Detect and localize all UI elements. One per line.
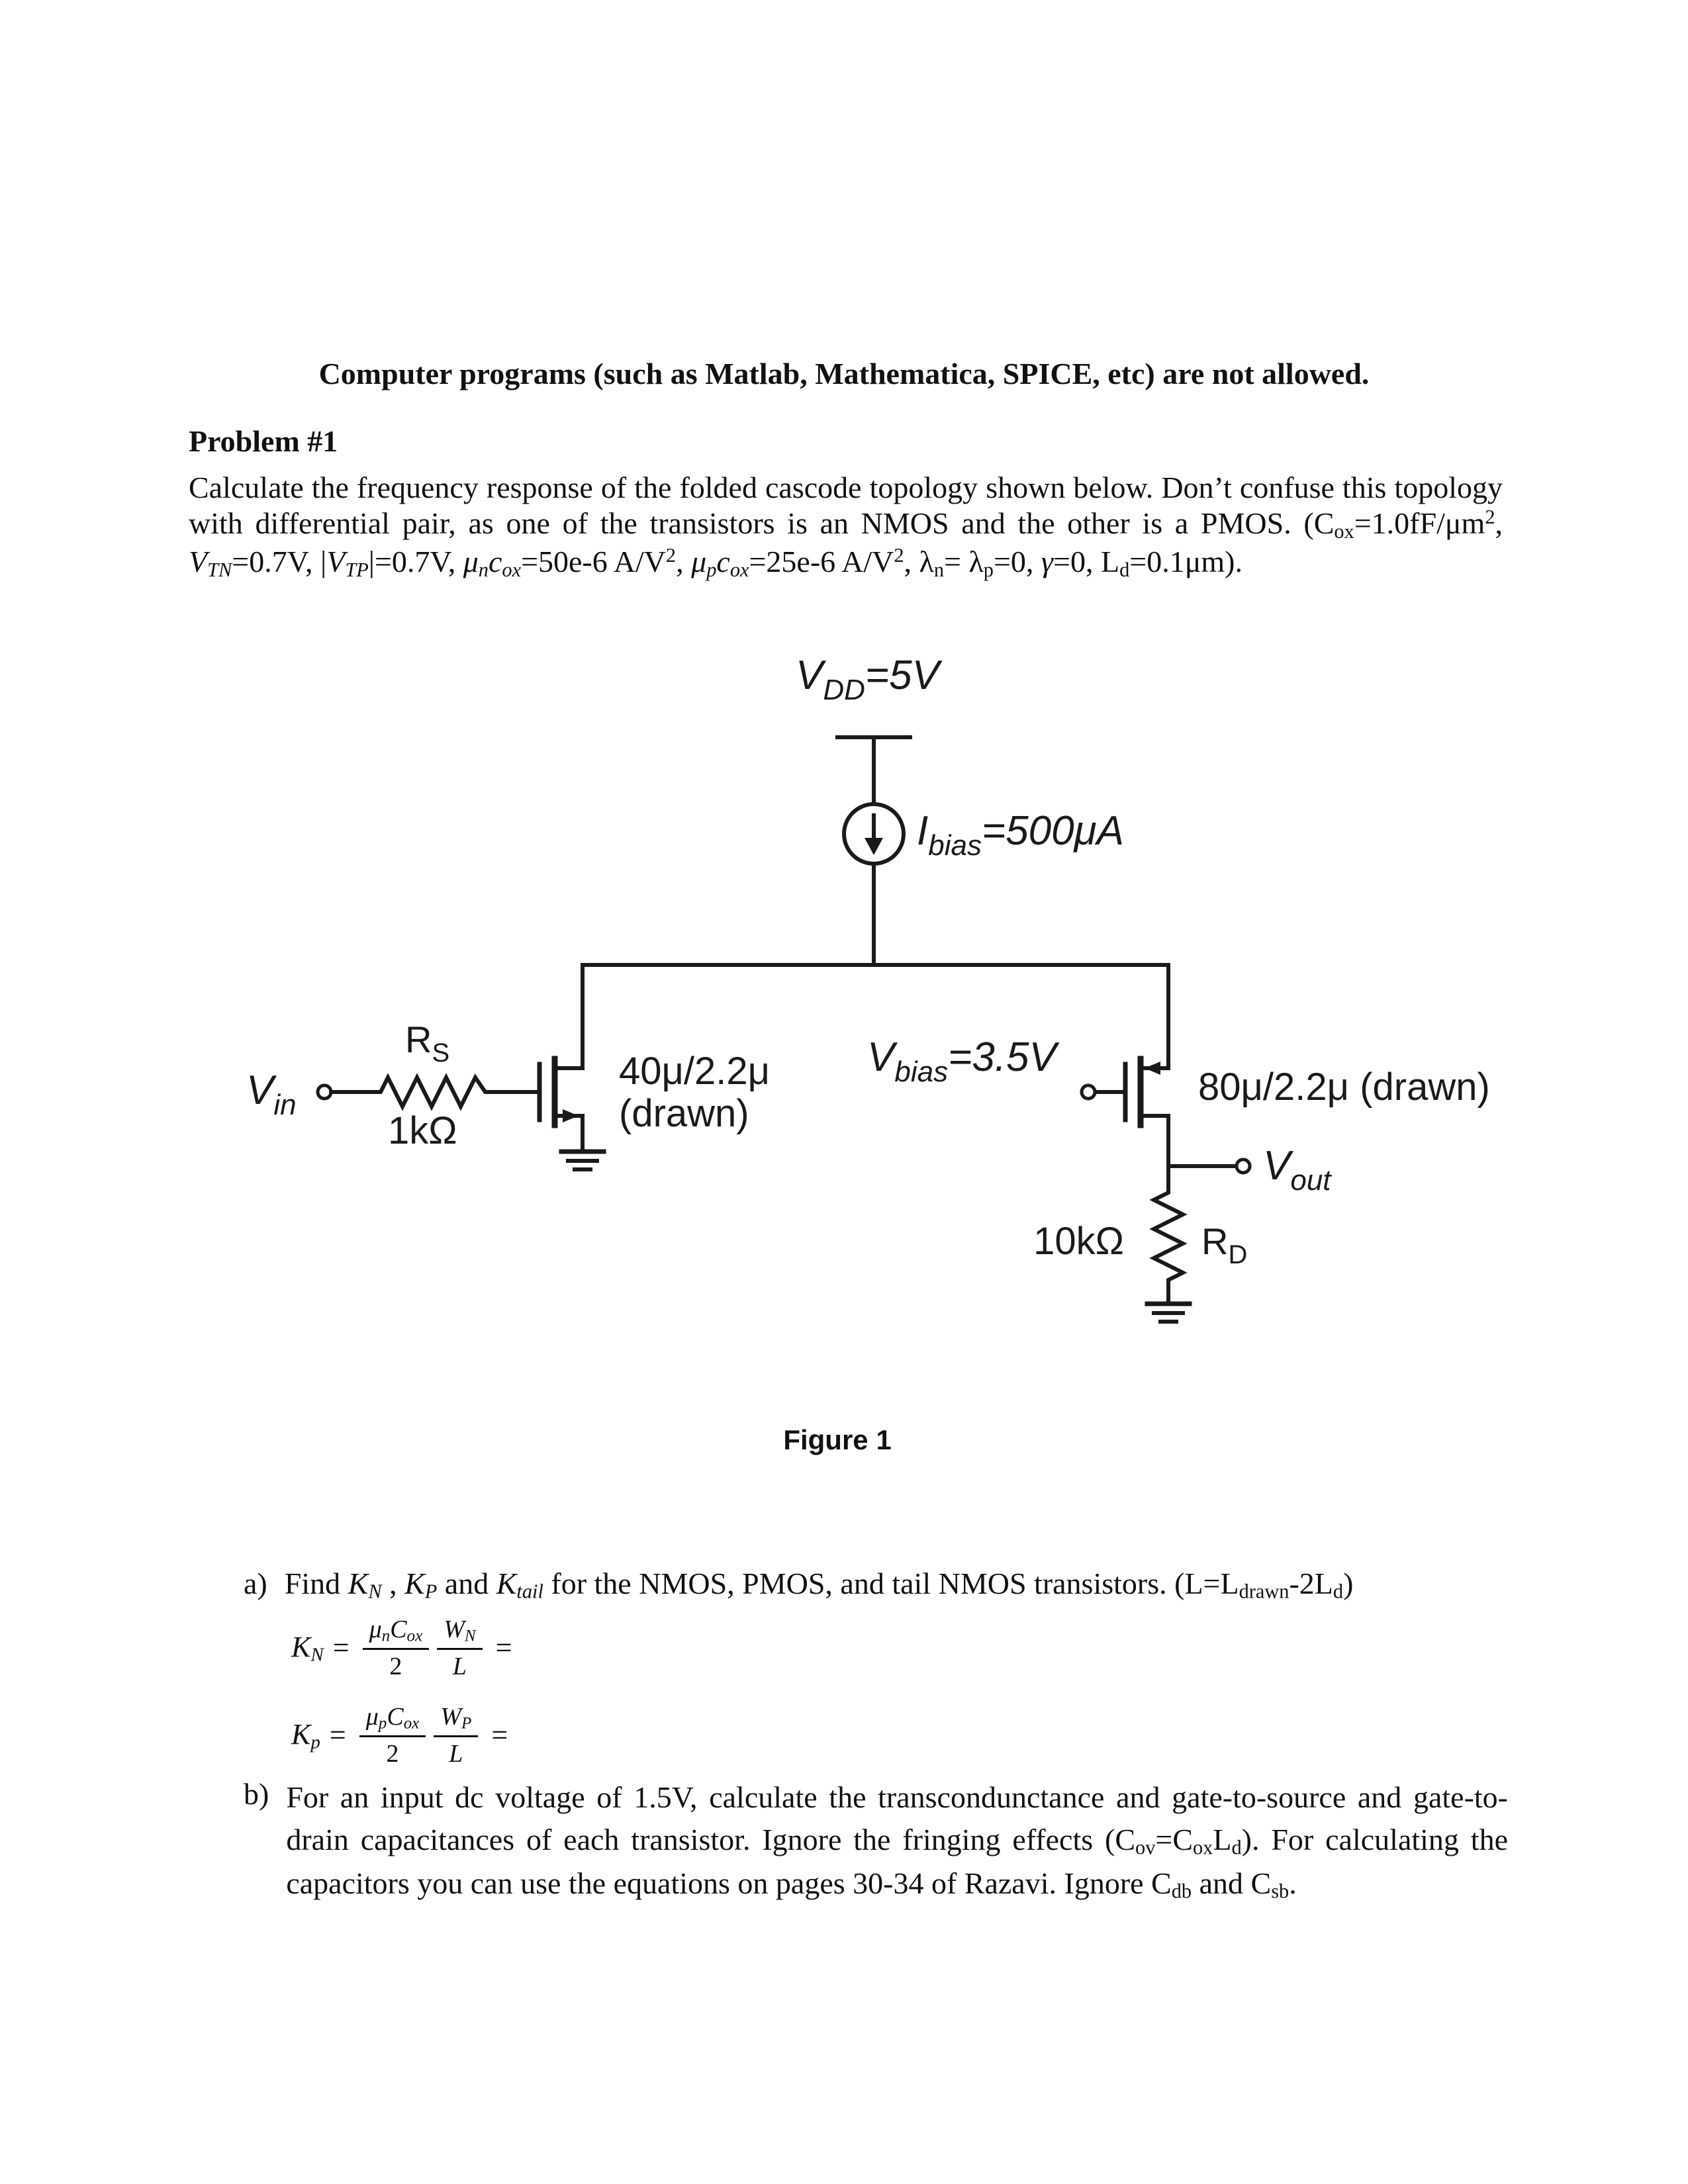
vout-terminal <box>1235 1158 1252 1175</box>
nmos-drawn-label: (drawn) <box>619 1092 749 1135</box>
vbias-label: Vbias=3.5V <box>867 1034 1060 1088</box>
part-b-label: b) <box>244 1777 269 1811</box>
vout-label: Vout <box>1263 1143 1332 1197</box>
rd-value-label: 10kΩ <box>1033 1220 1124 1263</box>
vdd-supply-symbol <box>835 735 912 806</box>
current-source-symbol <box>842 802 906 967</box>
part-a-label: a) <box>244 1567 267 1600</box>
figure-caption: Figure 1 <box>783 1424 892 1455</box>
ibias-label: Ibias=500μA <box>917 808 1124 862</box>
rs-value-label: 1kΩ <box>388 1109 457 1152</box>
rs-label: RS <box>405 1019 449 1068</box>
rd-resistor <box>1149 1164 1188 1306</box>
pmos-size-label: 80μ/2.2μ (drawn) <box>1198 1066 1490 1109</box>
problem-statement: Calculate the frequency response of the … <box>189 471 1503 581</box>
part-b-item: b) For an input dc voltage of 1.5V, calcu… <box>244 1776 1508 1905</box>
problem-title: Problem #1 <box>189 424 338 458</box>
rd-label: RD <box>1201 1220 1247 1269</box>
header-note-text: Computer programs (such as Matlab, Mathe… <box>318 357 1370 390</box>
vdd-label: VDD=5V <box>796 653 943 706</box>
equation-kn-lhs: KN <box>291 1630 324 1665</box>
pmos-transistor-symbol <box>1094 963 1170 1168</box>
nmos-ground-symbol <box>559 1149 606 1171</box>
rd-ground-symbol <box>1145 1301 1192 1324</box>
equals-sign: = <box>332 1631 350 1664</box>
vbias-terminal <box>1080 1083 1097 1101</box>
vin-label: Vin <box>246 1068 297 1121</box>
equals-sign: = <box>495 1631 512 1664</box>
part-b-text: For an input dc voltage of 1.5V, calcula… <box>286 1780 1508 1903</box>
equals-sign: = <box>329 1719 346 1752</box>
nmos-transistor-symbol <box>506 963 585 1154</box>
nmos-size-label: 40μ/2.2μ <box>619 1050 770 1093</box>
part-a-item: a) Find KN , KP and Ktail for the NMOS, P… <box>244 1566 1508 1604</box>
equals-sign: = <box>491 1719 508 1752</box>
circuit-figure: VDD=5V Ibias=500μA Vin RS 1kΩ <box>246 653 1490 1324</box>
rs-resistor <box>329 1073 510 1111</box>
header-note: Computer programs (such as Matlab, Mathe… <box>189 356 1499 391</box>
part-a-text: Find KN , KP and Ktail for the NMOS, PMO… <box>284 1567 1354 1603</box>
equation-kp-lhs: Kp <box>291 1717 320 1752</box>
